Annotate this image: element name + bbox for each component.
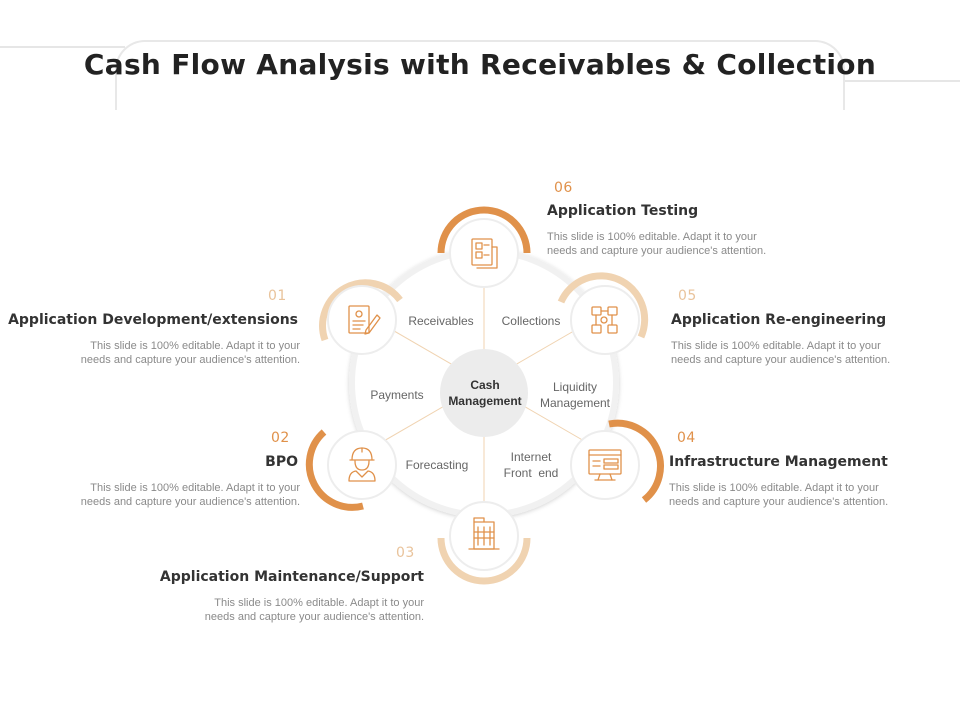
server-monitor-icon bbox=[588, 449, 622, 481]
node-06 bbox=[437, 206, 531, 288]
item-06-desc-line2: needs and capture your audience's attent… bbox=[547, 245, 767, 257]
segment-receivables: Receivables bbox=[408, 314, 474, 328]
item-02-desc-line2: needs and capture your audience's attent… bbox=[80, 496, 300, 508]
item-03-desc-line2: needs and capture your audience's attent… bbox=[204, 611, 424, 623]
item-04-title: Infrastructure Management bbox=[669, 454, 888, 470]
segment-internet-line1: Internet bbox=[510, 450, 552, 464]
hub-label-line1: Cash bbox=[470, 378, 500, 392]
item-03-number: 03 bbox=[396, 545, 415, 561]
item-05-number: 05 bbox=[678, 288, 697, 304]
node-02 bbox=[305, 429, 397, 511]
title-rule-right bbox=[840, 80, 960, 82]
segment-internet-line2: Front end bbox=[503, 466, 559, 480]
item-06-number: 06 bbox=[554, 180, 573, 196]
title-band bbox=[0, 40, 960, 110]
segment-liquidity-line2: Management bbox=[539, 396, 611, 410]
segment-forecasting: Forecasting bbox=[405, 458, 469, 472]
item-04-desc-line1: This slide is 100% editable. Adapt it to… bbox=[669, 482, 879, 494]
title-frame bbox=[115, 40, 845, 110]
item-03-title: Application Maintenance/Support bbox=[159, 569, 424, 585]
item-06-description: This slide is 100% editable. Adapt it to… bbox=[547, 230, 797, 258]
item-05-desc-line1: This slide is 100% editable. Adapt it to… bbox=[671, 340, 881, 352]
item-02-description: This slide is 100% editable. Adapt it to… bbox=[50, 481, 300, 509]
item-01-title: Application Development/extensions bbox=[8, 312, 298, 328]
item-02-number: 02 bbox=[271, 430, 290, 446]
page-title: Cash Flow Analysis with Receivables & Co… bbox=[83, 48, 877, 81]
item-03-description: This slide is 100% editable. Adapt it to… bbox=[174, 596, 424, 624]
item-06-desc-line1: This slide is 100% editable. Adapt it to… bbox=[547, 231, 757, 243]
document-pen-icon bbox=[348, 305, 381, 335]
item-01-description: This slide is 100% editable. Adapt it to… bbox=[50, 339, 300, 367]
item-05-desc-line2: needs and capture your audience's attent… bbox=[671, 354, 891, 366]
segment-liquidity-management: Liquidity Management bbox=[532, 379, 618, 411]
item-05-title: Application Re-engineering bbox=[671, 312, 887, 328]
item-04-number: 04 bbox=[677, 430, 696, 446]
segment-payments: Payments bbox=[370, 388, 424, 402]
item-04-desc-line2: needs and capture your audience's attent… bbox=[669, 496, 889, 508]
hub-label: Cash Management bbox=[435, 377, 535, 409]
segment-liquidity-line1: Liquidity bbox=[552, 380, 598, 394]
item-04-description: This slide is 100% editable. Adapt it to… bbox=[669, 481, 919, 509]
item-01-number: 01 bbox=[268, 288, 287, 304]
worker-icon bbox=[348, 447, 376, 482]
item-02-desc-line1: This slide is 100% editable. Adapt it to… bbox=[90, 482, 300, 494]
node-01 bbox=[319, 279, 403, 355]
item-01-desc-line1: This slide is 100% editable. Adapt it to… bbox=[90, 340, 300, 352]
hub-circle bbox=[440, 349, 528, 437]
hub-label-line2: Management bbox=[448, 394, 522, 408]
checklist-icon bbox=[471, 238, 498, 269]
title-rule-left bbox=[0, 46, 125, 48]
item-01-desc-line2: needs and capture your audience's attent… bbox=[80, 354, 300, 366]
network-icon bbox=[591, 306, 618, 334]
item-03-desc-line1: This slide is 100% editable. Adapt it to… bbox=[214, 597, 424, 609]
node-05 bbox=[557, 272, 649, 355]
segment-collections: Collections bbox=[501, 314, 561, 328]
item-05-description: This slide is 100% editable. Adapt it to… bbox=[671, 339, 921, 367]
building-icon bbox=[468, 517, 500, 550]
item-06-title: Application Testing bbox=[547, 203, 699, 219]
segment-internet-front-end: Internet Front end bbox=[490, 449, 572, 481]
item-02-title: BPO bbox=[265, 454, 298, 470]
